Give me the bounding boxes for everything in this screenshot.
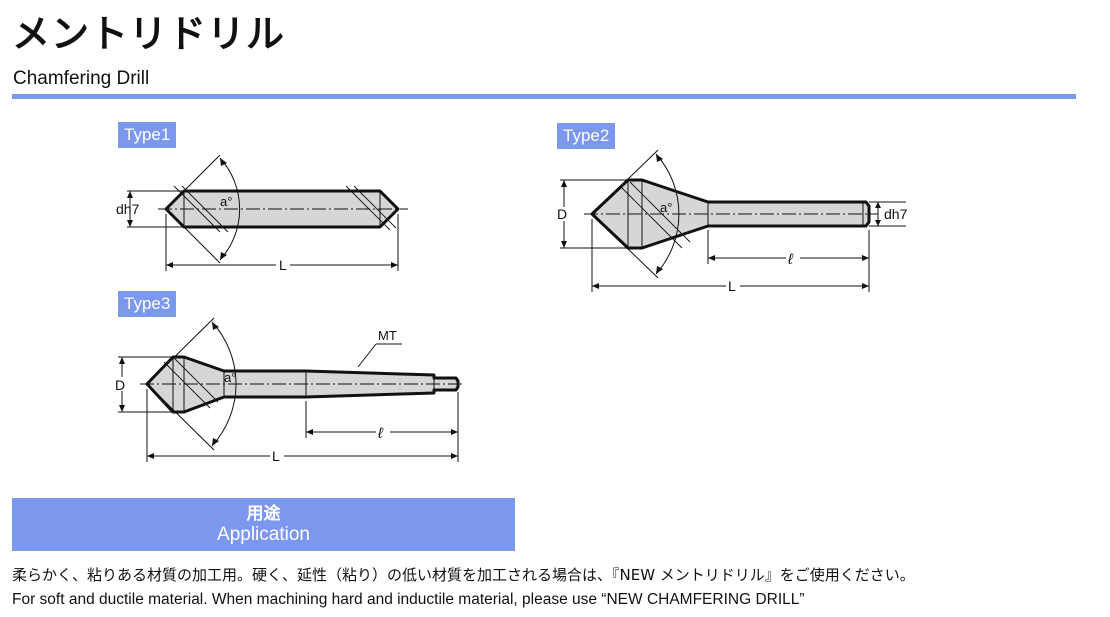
type2-drawing: D a° dh7 ℓ L: [556, 149, 908, 294]
page-subtitle: Chamfering Drill: [13, 68, 150, 89]
type2-flute-length-label: ℓ: [787, 251, 794, 268]
type2-shank-diameter-label: dh7: [884, 206, 908, 222]
type1-drawing: a° dh7 L: [116, 154, 408, 273]
type1-badge: Type1: [118, 122, 177, 148]
application-heading-en: Application: [217, 524, 310, 545]
type3-drawing: D a° MT ℓ L: [113, 317, 462, 464]
type3-length-label: L: [272, 448, 280, 464]
type2-badge: Type2: [557, 123, 616, 149]
type3-badge: Type3: [118, 291, 177, 317]
application-heading-jp: 用途: [246, 504, 281, 524]
type1-diameter-label: dh7: [116, 201, 140, 217]
application-header: 用途 Application: [12, 498, 515, 551]
type2-diameter-label: D: [557, 206, 567, 222]
title-divider: [12, 94, 1076, 99]
type3-flute-length-label: ℓ: [377, 425, 384, 442]
type2-angle-label: a°: [660, 200, 672, 215]
type3-angle-label: a°: [224, 370, 236, 385]
page-title: メントリドリル: [12, 12, 286, 56]
type1-angle-label: a°: [220, 194, 232, 209]
type2-length-label: L: [728, 278, 736, 294]
type3-diameter-label: D: [115, 377, 125, 393]
type3-taper-label: MT: [378, 328, 397, 343]
application-text-jp: 柔らかく、粘りある材質の加工用。硬く、延性（粘り）の低い材質を加工される場合は、…: [12, 566, 915, 584]
type1-length-label: L: [279, 257, 287, 273]
application-text-en: For soft and ductile material. When mach…: [12, 591, 805, 608]
